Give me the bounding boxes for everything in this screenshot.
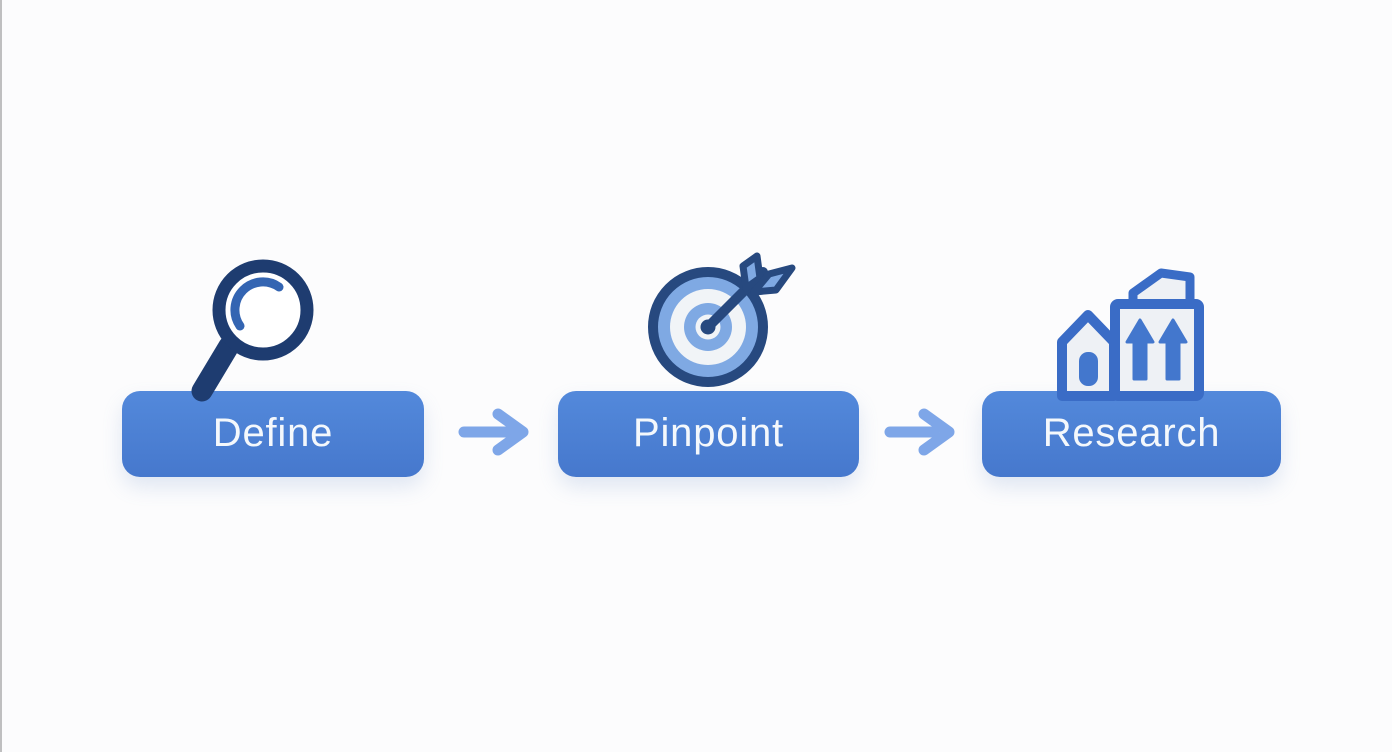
pinpoint-step-button[interactable]: Pinpoint [558, 391, 859, 477]
target-arrow-icon [648, 252, 796, 387]
step-label-define: Define [212, 411, 334, 455]
magnifier-icon [191, 259, 314, 402]
flow-arrow-icon [884, 408, 955, 456]
define-step-button[interactable]: Define [122, 391, 424, 477]
left-edge-border [0, 0, 2, 752]
buildings-growth-icon [1057, 268, 1204, 401]
step-label-research: Research [1042, 411, 1221, 455]
research-step-button[interactable]: Research [982, 391, 1281, 477]
flow-arrow-icon [458, 408, 529, 456]
step-label-pinpoint: Pinpoint [633, 411, 784, 455]
